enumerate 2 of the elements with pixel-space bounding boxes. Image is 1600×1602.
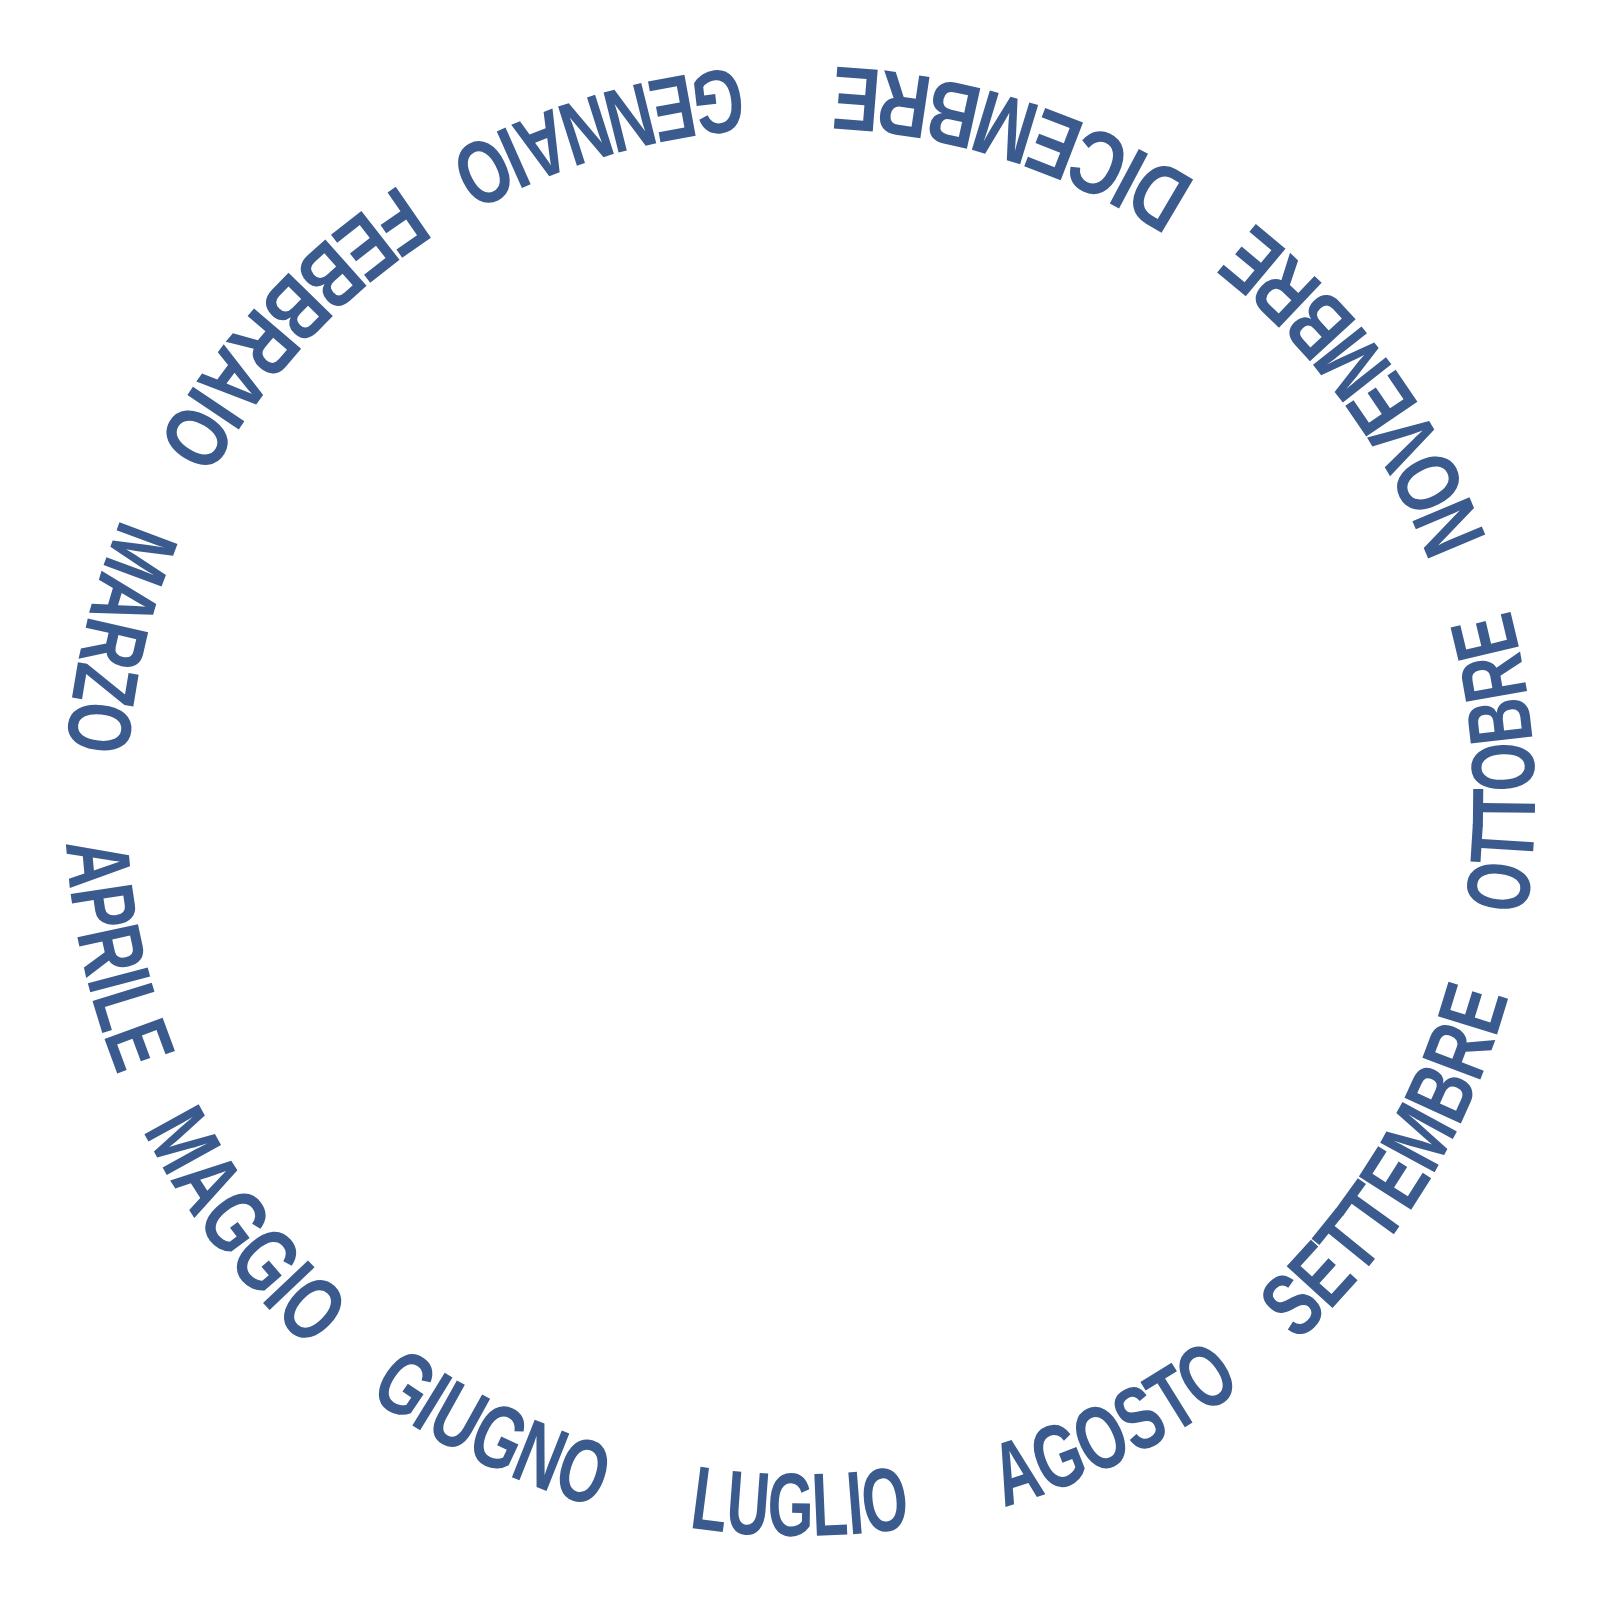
month-label: LUGLIO [686, 1444, 938, 1557]
month-label: GIUGNO [357, 1328, 642, 1533]
